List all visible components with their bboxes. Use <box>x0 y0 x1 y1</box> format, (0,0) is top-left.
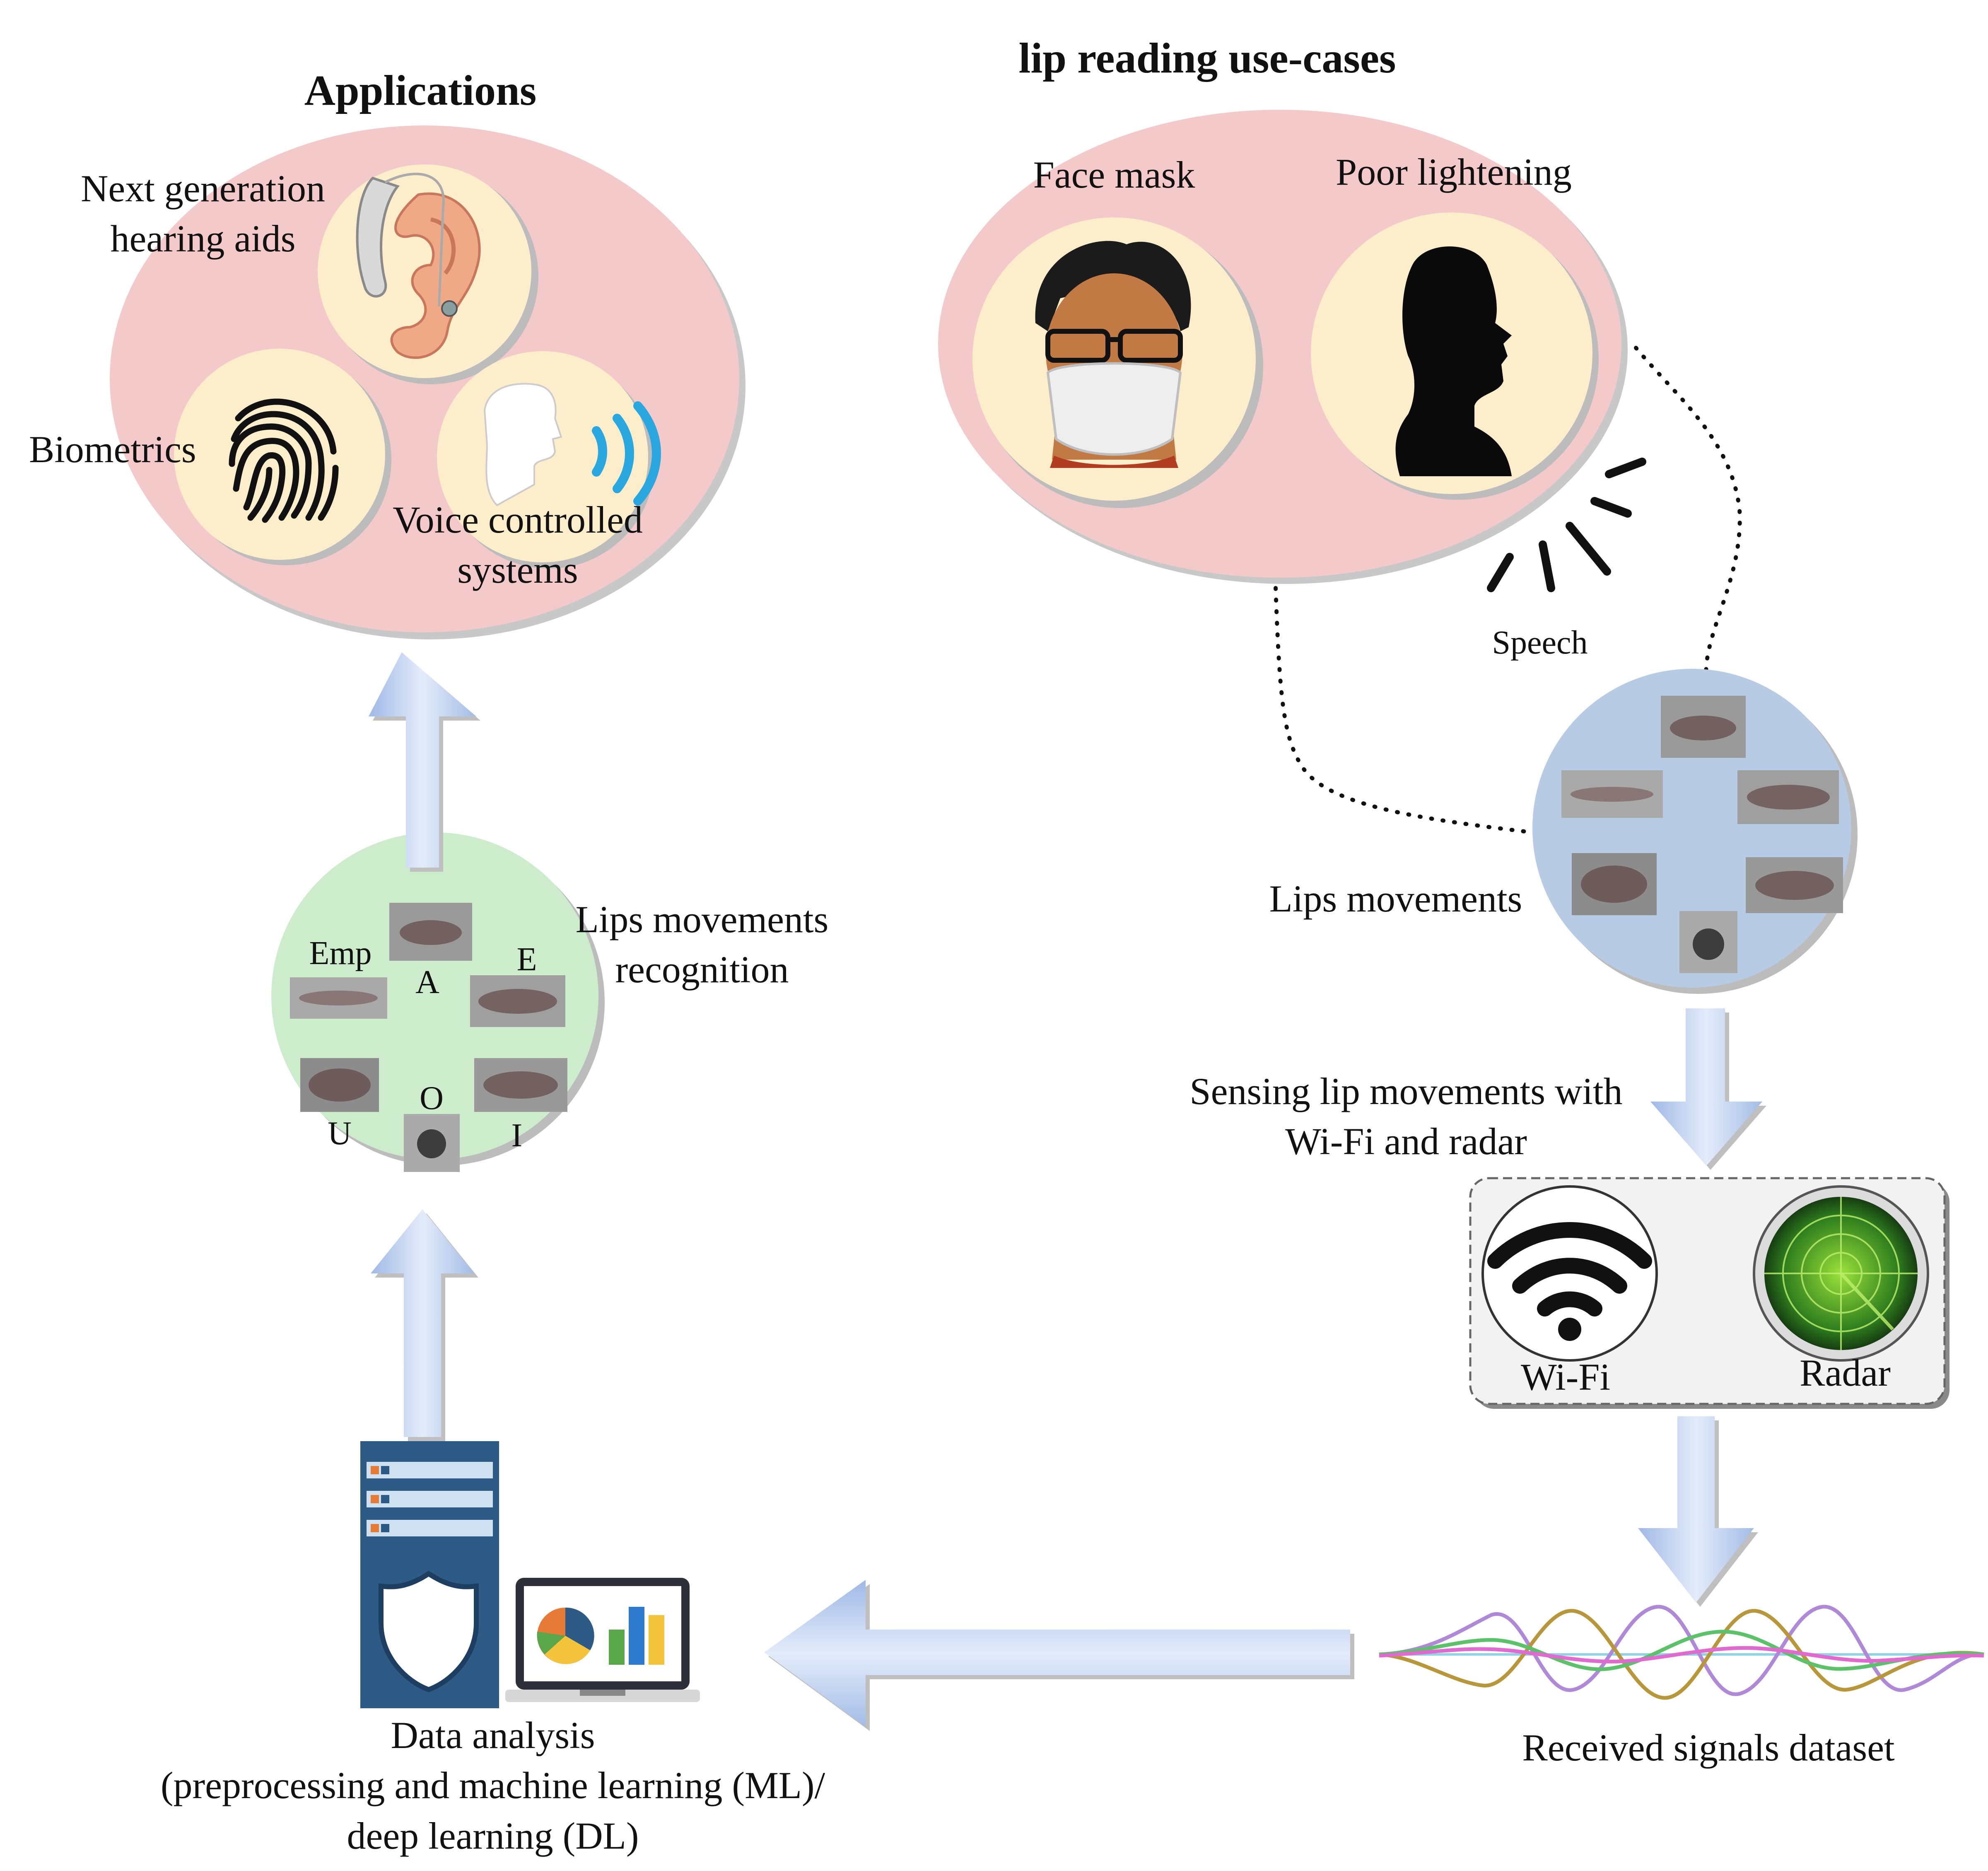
vowel-u-label: U <box>328 1115 352 1152</box>
signals-waveform <box>1379 1605 1984 1700</box>
wifi-icon <box>1487 1222 1652 1316</box>
voice-systems-label: Voice controlled systems <box>393 499 643 591</box>
poor-lightening-label: Poor lightening <box>1336 151 1572 193</box>
fingerprint-icon <box>229 398 339 523</box>
applications-group <box>110 125 746 639</box>
radar-circle <box>1753 1185 1929 1362</box>
vowel-emp-label: Emp <box>309 935 372 972</box>
data-analysis-icons <box>360 1441 700 1708</box>
face-mask-circle <box>972 217 1263 508</box>
vowel-a-label: A <box>415 964 439 1001</box>
arrow-down-to-sensing <box>1650 1008 1766 1170</box>
vowel-i-label: I <box>511 1117 523 1154</box>
radar-icon <box>1764 1197 1918 1350</box>
sound-waves-icon <box>592 401 661 506</box>
arrow-up-to-recognition <box>371 1209 478 1441</box>
pie-chart-icon <box>537 1607 594 1664</box>
face-mask-label: Face mask <box>1033 154 1195 196</box>
biometrics-circle <box>174 349 391 565</box>
recognition-label: Lips movements recognition <box>575 898 829 991</box>
use-cases-group <box>938 110 1742 834</box>
hearing-aid-circle <box>318 164 538 384</box>
wifi-circle <box>1481 1185 1658 1362</box>
speech-label: Speech <box>1492 624 1588 661</box>
speech-rays-icon <box>1487 458 1646 592</box>
lips-movements-label: Lips movements <box>1269 878 1522 920</box>
dotted-connector-left <box>1274 586 1534 834</box>
recognition-lip-images <box>290 903 567 1172</box>
head-silhouette-icon <box>483 383 562 506</box>
laptop-icon <box>505 1578 700 1702</box>
bar-chart-icon <box>609 1607 664 1665</box>
wifi-label: Wi-Fi <box>1520 1356 1611 1398</box>
radar-label: Radar <box>1800 1352 1891 1394</box>
shield-icon <box>379 1570 479 1693</box>
arrow-left-to-analysis <box>764 1580 1354 1731</box>
poor-lighting-circle <box>1311 212 1599 500</box>
arrow-up-to-applications <box>369 652 480 872</box>
masked-face-icon <box>1035 241 1191 468</box>
vowel-o-label: O <box>420 1080 444 1116</box>
vowel-e-label: E <box>516 941 537 978</box>
silhouette-icon <box>1395 246 1512 476</box>
dotted-connector-right <box>1634 346 1742 681</box>
biometrics-label: Biometrics <box>29 428 196 470</box>
applications-title: Applications <box>304 67 537 114</box>
ear-icon <box>356 173 481 359</box>
signals-label: Received signals dataset <box>1522 1726 1895 1769</box>
sensing-label: Sensing lip movements with Wi-Fi and rad… <box>1189 1070 1623 1163</box>
voice-circle <box>437 351 661 569</box>
server-icon <box>360 1441 499 1708</box>
arrow-down-to-signals <box>1638 1416 1758 1607</box>
data-analysis-label: Data analysis (preprocessing and machine… <box>160 1714 825 1857</box>
lip-images <box>1561 696 1843 973</box>
lips-movements-circle <box>1532 669 1858 994</box>
hearing-aids-label: Next generation hearing aids <box>80 167 326 260</box>
recognition-circle <box>271 832 605 1172</box>
use-cases-title: lip reading use-cases <box>1018 34 1396 82</box>
sensing-box <box>1469 1177 1949 1409</box>
